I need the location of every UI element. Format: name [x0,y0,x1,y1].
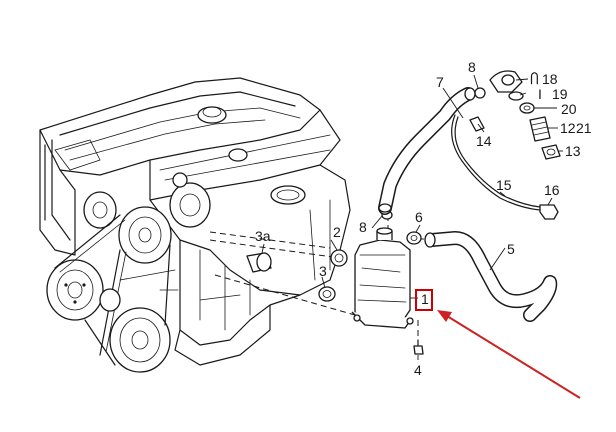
engine-block [39,77,351,373]
part-20-ring [519,102,535,114]
part-2-washer [330,249,348,267]
marker-18: Ⴖ [530,71,539,87]
callout-12: 12 [560,120,576,136]
part-8-clamp-upper [474,87,486,99]
callout-20: 20 [561,101,577,117]
callout-3a: 3a [255,228,271,244]
part-19-ring [508,91,524,101]
callout-13: 13 [565,143,581,159]
callout-1: 1 [421,291,429,307]
part-5-hose [424,231,558,322]
part-13-nut [541,144,561,160]
part-1-oil-separator [351,227,414,329]
callout-8-upper: 8 [468,59,476,75]
part-12-nipple [529,116,551,142]
callout-7: 7 [436,74,444,90]
leader-lines [261,74,563,360]
callout-6: 6 [415,209,423,225]
part-3a-sleeve [246,252,272,273]
callout-15: 15 [496,177,512,193]
callout-18: 18 [542,71,558,87]
callout-2: 2 [333,224,341,240]
callout-16: 16 [544,182,560,198]
red-arrow [437,310,581,399]
part-7-hose [378,87,476,215]
part-18-fitting [489,70,523,93]
callout-labels: 1 2 3 3a 4 5 6 7 8 8 12 13 14 15 16 18 1… [255,59,592,378]
callout-4: 4 [414,362,422,378]
part-15-cable [451,114,541,211]
highlight-box [415,289,433,311]
callout-8-lower: 8 [359,219,367,235]
part-16-fitting [539,204,559,220]
part-4-bolt [413,339,424,355]
callout-3: 3 [319,263,327,279]
part-6-clamp [406,231,422,245]
callout-21: 21 [576,120,592,136]
callout-14: 14 [476,133,492,149]
part-3-washer [318,286,336,302]
callout-5: 5 [507,241,515,257]
marker-19: I [538,86,542,102]
callout-19: 19 [552,86,568,102]
